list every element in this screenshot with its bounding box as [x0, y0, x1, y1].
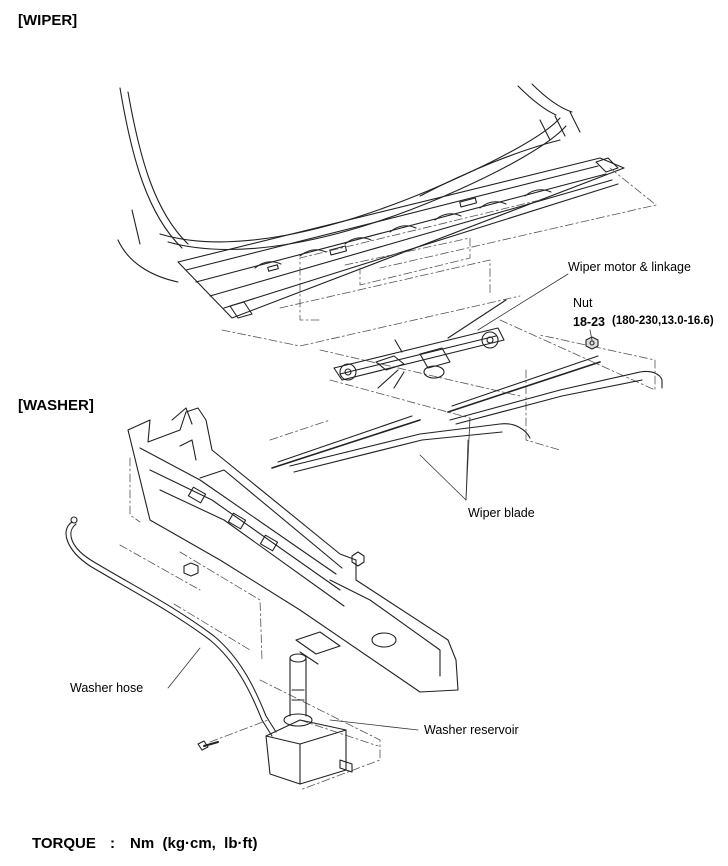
label-nut-torque-alt: (180-230,13.0-16.6) — [612, 315, 714, 327]
leader-lines — [167, 273, 593, 731]
washer-hose — [65, 516, 277, 737]
label-wiper-motor-linkage: Wiper motor & linkage — [568, 260, 691, 274]
washer-frame — [127, 407, 459, 693]
wiper-guide-lines — [221, 167, 657, 451]
wiper-arms — [271, 355, 663, 473]
wiper-nut-part — [585, 336, 599, 350]
label-washer-reservoir: Washer reservoir — [424, 723, 519, 737]
label-washer-hose: Washer hose — [70, 681, 144, 695]
section-title-wiper: [WIPER] — [18, 12, 78, 29]
section-title-washer: [WASHER] — [18, 397, 94, 414]
torque-separator: : — [110, 835, 115, 852]
washer-guide-lines — [119, 457, 381, 791]
washer-reservoir — [197, 653, 353, 785]
label-wiper-blade: Wiper blade — [468, 506, 535, 520]
wiper-motor-linkage — [333, 299, 507, 389]
torque-label: TORQUE — [32, 835, 96, 852]
label-nut: Nut — [573, 296, 593, 310]
label-nut-torque-value: 18-23 — [573, 315, 605, 329]
windshield-cowl — [117, 83, 625, 319]
torque-units: Nm (kg·cm, lb·ft) — [130, 835, 258, 852]
washer-nut-part — [183, 562, 199, 577]
